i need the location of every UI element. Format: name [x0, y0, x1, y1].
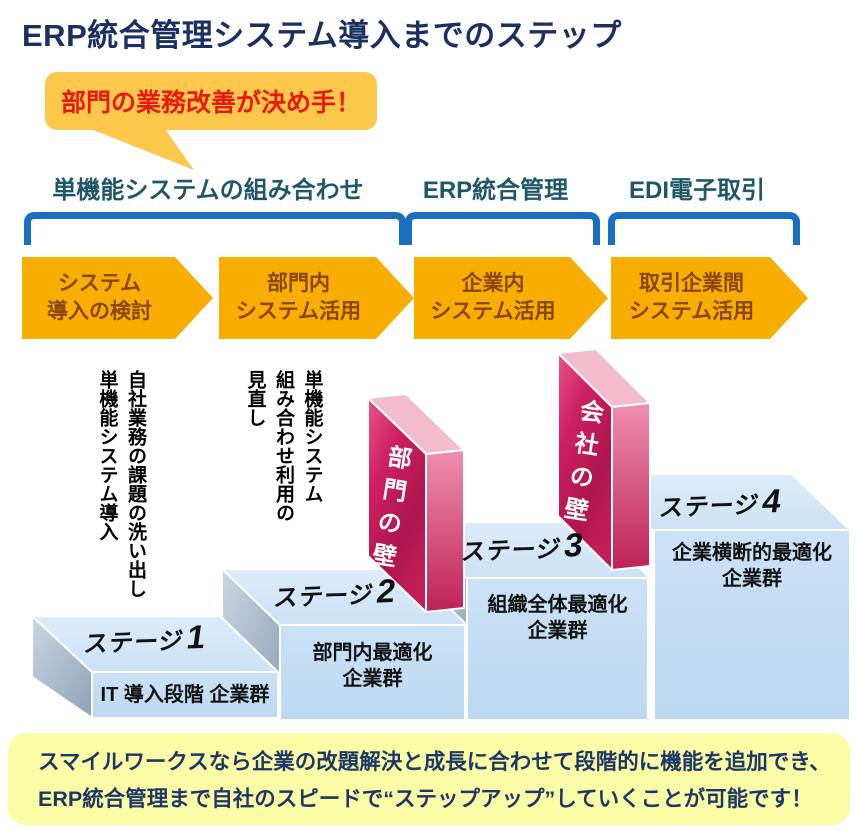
- wall-department-label: 部門の壁: [365, 442, 413, 578]
- stage-4-group-line2: 企業群: [722, 568, 782, 590]
- callout-tail: [88, 128, 194, 170]
- stage-1-prefix: ステージ: [82, 627, 186, 659]
- annotation-right: 単機能システム 組み合わせ利用の 見直し: [244, 370, 323, 522]
- stage-3-group-line2: 企業群: [527, 620, 588, 642]
- arrow-step-2-line1: 部門内: [267, 271, 330, 295]
- arrow-step-2: 部門内 システム活用: [219, 257, 414, 339]
- phase-label-erp: ERP統合管理: [422, 176, 569, 204]
- arrow-step-3-line1: 企業内: [461, 271, 525, 295]
- stage-2-group-line2: 企業群: [342, 668, 403, 690]
- stage-1-group-line1: IT 導入段階 企業群: [100, 684, 270, 706]
- stage-4-group-label: 企業横断的最適化 企業群: [654, 540, 850, 592]
- page-title: ERP統合管理システム導入までのステップ: [22, 18, 622, 53]
- footer-message-box: スマイルワークスなら企業の改題解決と成長に合わせて段階的に機能を追加でき、 ER…: [8, 733, 850, 825]
- callout-bubble: 部門の業務改善が決め手！: [45, 72, 377, 130]
- arrow-step-4-line1: 取引企業間: [639, 271, 744, 295]
- phase-label-edi: EDI電子取引: [628, 176, 765, 204]
- callout-text: 部門の業務改善が決め手！: [60, 89, 361, 117]
- bracket-combination: [24, 212, 406, 245]
- annotation-left: 自社業務の課題の洗い出し 単機能システム導入: [96, 370, 147, 598]
- arrow-step-4-line2: システム活用: [628, 300, 755, 323]
- arrow-step-3-line2: システム活用: [430, 300, 556, 323]
- bracket-erp: [405, 212, 600, 245]
- stage-4-number: 4: [760, 481, 784, 520]
- wall-company-label: 会社の壁: [557, 396, 605, 532]
- arrow-step-1-line2: 導入の検討: [47, 300, 152, 323]
- stage-1-group-label: IT 導入段階 企業群: [92, 682, 278, 708]
- arrow-step-3: 企業内 システム活用: [414, 257, 608, 339]
- arrow-step-1: システム 導入の検討: [22, 257, 213, 339]
- stage-2-group-line1: 部門内最適化: [312, 642, 433, 664]
- phase-label-combination: 単機能システムの組み合わせ: [52, 176, 364, 204]
- arrow-step-2-line2: システム活用: [235, 300, 362, 323]
- stage-4-prefix: ステージ: [657, 491, 761, 523]
- stage-3-group-line1: 組織全体最適化: [487, 594, 628, 616]
- bracket-edi: [608, 212, 800, 245]
- stage-1-number: 1: [184, 617, 209, 656]
- footer-line2: ERP統合管理まで自社のスピードで“ステップアップ”していくことが可能です！: [38, 787, 813, 811]
- wall-company-side-face: [611, 402, 651, 571]
- stage-3-group-label: 組織全体最適化 企業群: [467, 592, 648, 644]
- stage-4-group-line1: 企業横断的最適化: [672, 542, 832, 564]
- arrow-step-1-line1: システム: [57, 271, 142, 295]
- arrow-step-4: 取引企業間 システム活用: [611, 257, 808, 339]
- footer-line1: スマイルワークスなら企業の改題解決と成長に合わせて段階的に機能を追加でき、: [38, 750, 831, 774]
- stage-2-group-label: 部門内最適化 企業群: [280, 640, 465, 692]
